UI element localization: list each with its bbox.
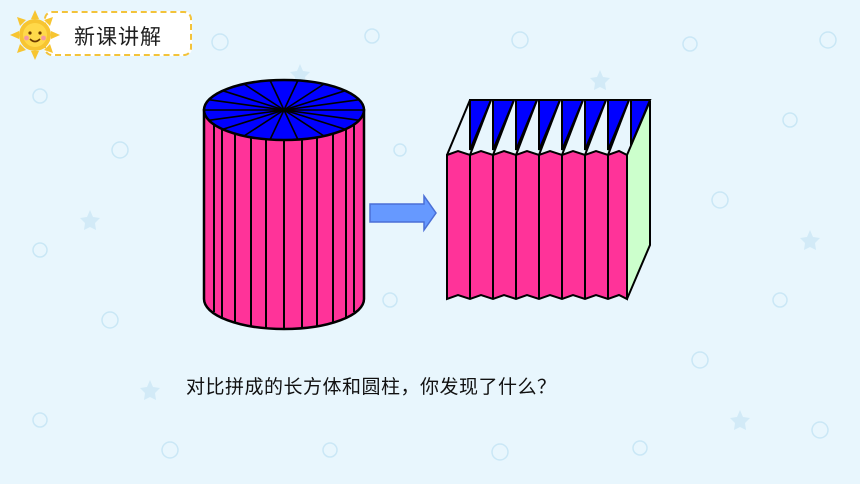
sun-icon <box>10 10 60 60</box>
cuboid <box>446 99 652 301</box>
cylinder-top-sectors <box>204 80 364 140</box>
cylinder-side-lines <box>213 123 355 329</box>
cylinder <box>202 78 366 331</box>
cuboid-front-lines <box>446 99 630 299</box>
question-caption: 对比拼成的长方体和圆柱，你发现了什么？ <box>186 376 557 398</box>
cuboid-front-face <box>446 149 628 301</box>
section-title-box: 新课讲解 <box>44 11 192 56</box>
section-title: 新课讲解 <box>74 25 162 49</box>
arrow-right-icon <box>369 193 437 233</box>
